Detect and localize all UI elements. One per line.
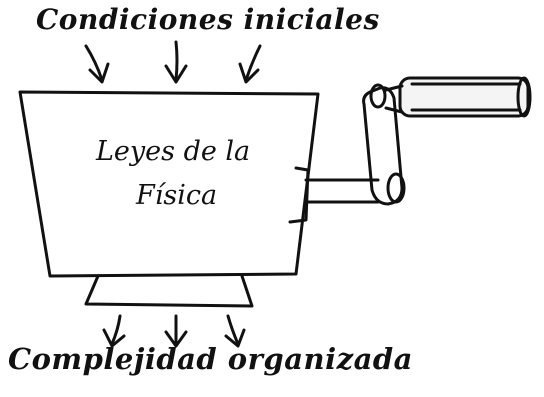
machine-outlet [84,274,254,308]
input-label: Condiciones iniciales [36,3,380,36]
input-arrow-right-icon [238,44,262,84]
machine-box [18,90,320,278]
input-arrow-left-icon [84,44,110,84]
crank-handle-icon [362,76,532,206]
input-arrow-middle-icon [164,40,188,84]
shaft-mount [288,166,310,224]
box-title-line1: Leyes de la [96,136,251,167]
box-title-line2: Física [136,180,218,211]
output-arrow-right-icon [224,314,246,348]
output-arrow-middle-icon [164,314,188,348]
output-arrow-left-icon [102,314,126,348]
output-label: Complejidad organizada [8,342,413,376]
crank-shaft [304,178,380,204]
